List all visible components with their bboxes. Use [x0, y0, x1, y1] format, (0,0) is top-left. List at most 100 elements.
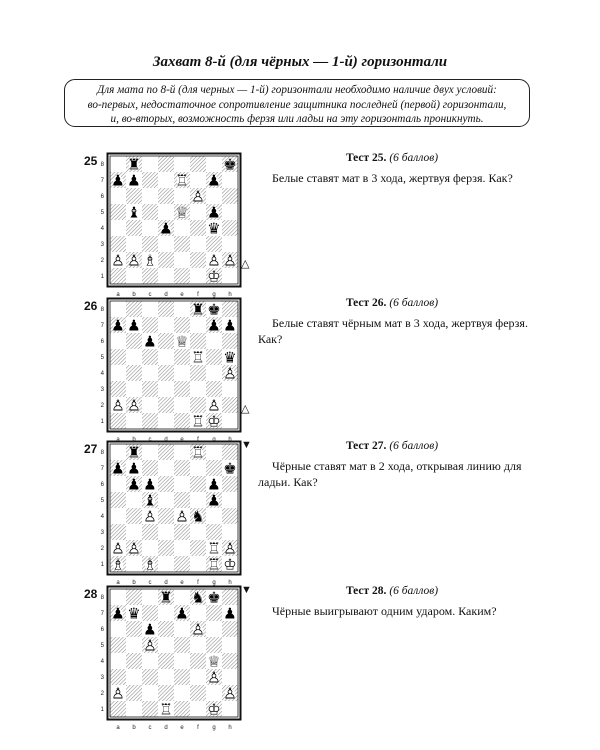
white-to-move-icon: △ [241, 258, 250, 270]
board-square [174, 236, 190, 252]
white-pawn-icon: ♙ [207, 252, 220, 270]
test-heading: Тест 26. (6 баллов) [292, 297, 492, 309]
board-square [222, 444, 238, 460]
file-label: h [228, 437, 231, 443]
board-square [142, 653, 158, 669]
rank-label: 8 [101, 162, 105, 168]
rank-label: 5 [101, 498, 105, 504]
board-square [222, 621, 238, 637]
rank-label: 3 [101, 675, 105, 681]
board-square [158, 317, 174, 333]
rank-label: 3 [101, 242, 105, 248]
board-square [158, 188, 174, 204]
black-rook-icon: ♜ [191, 301, 204, 319]
board-square [126, 508, 142, 524]
board-square [142, 540, 158, 556]
board-square [158, 397, 174, 413]
white-pawn-icon: ♙ [111, 540, 124, 558]
black-to-move-icon: ▼ [241, 439, 252, 451]
board-square [158, 268, 174, 284]
board-square [190, 220, 206, 236]
file-label: c [149, 725, 152, 731]
white-pawn-icon: ♙ [127, 252, 140, 270]
rank-label: 5 [101, 210, 105, 216]
board-square [222, 301, 238, 317]
white-king-icon: ♔ [207, 413, 220, 431]
white-queen-icon: ♕ [207, 653, 220, 671]
board-square [190, 156, 206, 172]
black-king-icon: ♚ [207, 301, 220, 319]
test-heading: Тест 28. (6 баллов) [292, 585, 492, 597]
board-square [222, 701, 238, 717]
white-pawn-icon: ♙ [191, 188, 204, 206]
board-square [142, 397, 158, 413]
board-square [110, 188, 126, 204]
test-points: (6 баллов) [389, 152, 439, 164]
black-rook-icon: ♜ [127, 444, 140, 462]
file-label: c [149, 292, 152, 298]
board-square [190, 204, 206, 220]
board-square [158, 605, 174, 621]
board-square [206, 365, 222, 381]
black-pawn-icon: ♟ [207, 492, 220, 510]
board-square [126, 301, 142, 317]
board-square [222, 397, 238, 413]
test-heading: Тест 27. (6 баллов) [292, 440, 492, 452]
rank-label: 4 [101, 514, 105, 520]
test-task-text: Белые ставят мат в 3 хода, жертвуя ферзя… [272, 171, 513, 185]
board-square [126, 524, 142, 540]
black-knight-icon: ♞ [191, 508, 204, 526]
file-label: d [164, 437, 167, 443]
board-square [142, 365, 158, 381]
board-outer-border [106, 297, 242, 433]
board-square [142, 220, 158, 236]
board-square [174, 540, 190, 556]
black-rook-icon: ♜ [159, 589, 172, 607]
board-square [142, 172, 158, 188]
board-square [190, 637, 206, 653]
board-square [110, 220, 126, 236]
board-square [158, 460, 174, 476]
white-bishop-icon: ♗ [143, 556, 156, 574]
board-square [174, 621, 190, 637]
board-square [174, 556, 190, 572]
white-pawn-icon: ♙ [111, 685, 124, 703]
rank-label: 1 [101, 707, 105, 713]
black-king-icon: ♚ [207, 589, 220, 607]
board-square [126, 349, 142, 365]
board-square [206, 524, 222, 540]
board-square [206, 508, 222, 524]
intro-line: и, во-вторых, возможность ферзя или ладь… [110, 113, 484, 126]
board-square [142, 605, 158, 621]
board-square [126, 492, 142, 508]
rank-label: 7 [101, 466, 105, 472]
board-square [126, 220, 142, 236]
board-square [190, 333, 206, 349]
board-inner-border [109, 588, 239, 718]
white-pawn-icon: ♙ [143, 508, 156, 526]
file-label: a [116, 725, 120, 731]
test-task-text: Чёрные ставят мат в 2 хода, открывая лин… [258, 459, 522, 489]
board-square [142, 685, 158, 701]
board-square [142, 156, 158, 172]
file-label: g [212, 725, 215, 731]
white-rook-icon: ♖ [191, 413, 204, 431]
rank-label: 1 [101, 562, 105, 568]
black-pawn-icon: ♟ [111, 317, 124, 335]
white-pawn-icon: ♙ [223, 365, 236, 383]
intro-box: Для мата по 8-й (для черных — 1-й) гориз… [64, 79, 530, 127]
board-square [174, 524, 190, 540]
board-square [158, 492, 174, 508]
rank-label: 5 [101, 643, 105, 649]
board-square [222, 508, 238, 524]
board-square [110, 476, 126, 492]
board-inner-border [109, 443, 239, 573]
test-heading: Тест 25. (6 баллов) [292, 152, 492, 164]
board-square [158, 540, 174, 556]
test-task-text: Чёрные выигрывают одним ударом. Каким? [272, 604, 497, 618]
board-square [174, 685, 190, 701]
file-label: f [197, 580, 199, 586]
board-square [142, 188, 158, 204]
